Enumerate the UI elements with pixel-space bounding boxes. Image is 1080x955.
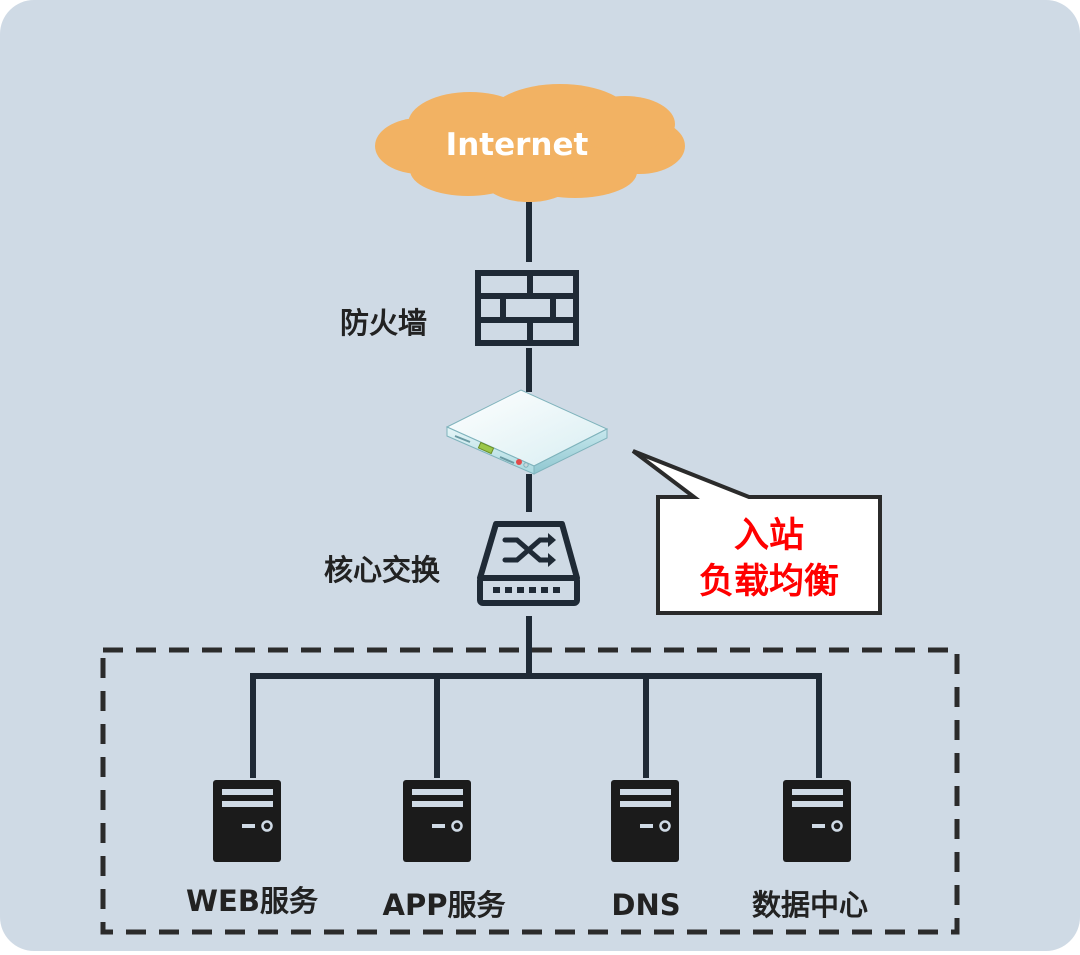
load-balancer-appliance-icon bbox=[445, 389, 609, 475]
server-web: WEB服务 bbox=[186, 780, 318, 918]
server-app: APP服务 bbox=[383, 780, 506, 922]
server-icon bbox=[611, 780, 679, 862]
switch-icon bbox=[477, 521, 580, 606]
inbound-load-balancing-callout: 入站 负载均衡 bbox=[631, 449, 882, 615]
server-label: WEB服务 bbox=[186, 884, 318, 918]
server-label: DNS bbox=[611, 888, 680, 922]
server-icon bbox=[213, 780, 281, 862]
server-datacenter: 数据中心 bbox=[752, 780, 868, 922]
server-dns: DNS bbox=[611, 780, 681, 922]
server-zone-dashed-border bbox=[100, 647, 960, 935]
server-label: 数据中心 bbox=[752, 888, 868, 922]
core-switch-label: 核心交换 bbox=[324, 553, 441, 587]
internet-node: Internet bbox=[375, 84, 685, 202]
firewall-node: 防火墙 bbox=[340, 270, 579, 346]
load-balancer-node bbox=[445, 389, 609, 475]
server-bus bbox=[250, 673, 822, 778]
server-icon bbox=[403, 780, 471, 862]
server-icon bbox=[783, 780, 851, 862]
firewall-label: 防火墙 bbox=[340, 306, 427, 340]
callout-line-1: 入站 bbox=[734, 516, 804, 556]
core-switch-node: 核心交换 bbox=[324, 521, 580, 606]
internet-label: Internet bbox=[446, 127, 589, 163]
callout-bubble bbox=[631, 449, 882, 615]
cloud-icon bbox=[375, 84, 685, 202]
callout-line-2: 负载均衡 bbox=[699, 562, 839, 602]
server-label: APP服务 bbox=[383, 888, 506, 922]
connection-lines bbox=[250, 198, 822, 778]
firewall-icon bbox=[475, 270, 579, 346]
